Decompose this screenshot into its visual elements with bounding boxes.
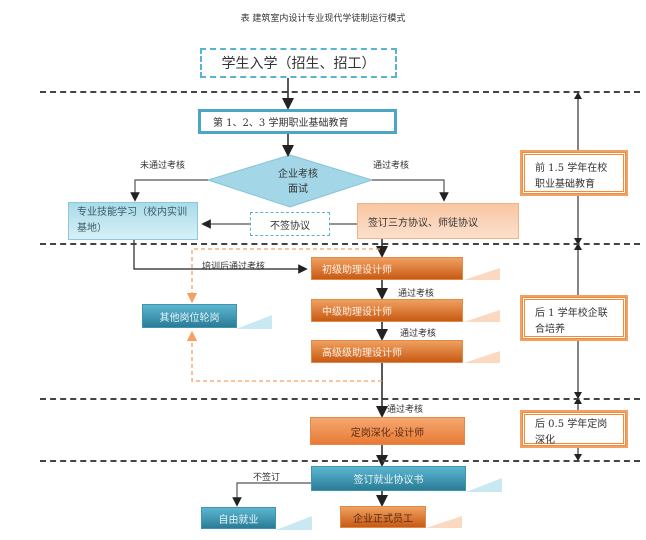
phase-divider [40,398,640,400]
edge-label-passed: 通过考核 [373,161,410,171]
shadow [276,516,312,530]
edge-label-not-sign: 不签订 [253,473,281,483]
node-semester: 第 1、2、3 学期职业基础教育 [198,109,397,134]
node-start: 学生入学（招生、招工） [200,48,397,78]
node-sign-tripartite: 签订三方协议、师徒协议 [357,203,519,239]
phase-box-1: 前 1.5 学年在校职业基础教育 [520,150,628,196]
edge-label-passed-2: 通过考核 [398,289,435,299]
node-senior: 高级级助理设计师 [311,340,463,363]
phase-divider [40,243,640,245]
edge-label-trained-passed: 培训后通过考核 [202,262,266,272]
node-assessment: 企业考核 面试 [278,169,318,195]
shadow [464,351,500,363]
shadow [426,516,462,528]
node-skill-learning: 专业技能学习（校内实训基地） [68,202,198,240]
edge-label-not-passed: 未通过考核 [140,161,186,171]
node-employment-agreement: 签订就业协议书 [311,466,466,491]
assessment-diamond [206,154,374,208]
phase-divider [40,460,640,462]
shadow [464,268,500,280]
node-no-agreement: 不签协议 [250,212,330,236]
phase-box-2: 后 1 学年校企联合培养 [520,295,628,341]
node-deepen: 定岗深化-设计师 [310,417,465,445]
shadow [466,478,502,492]
node-junior: 初级助理设计师 [311,257,463,280]
edge-label-passed-3: 通过考核 [400,329,437,339]
shadow [464,310,500,322]
node-free-employment: 自由就业 [201,507,276,529]
node-other-rotation: 其他岗位轮岗 [142,304,237,328]
node-formal-employee: 企业正式员工 [340,506,426,528]
diagram-title: 表 建筑室内设计专业现代学徒制运行模式 [240,14,406,24]
edge-label-passed-4: 通过考核 [387,405,424,415]
shadow [236,315,272,329]
phase-divider [40,91,640,93]
node-middle: 中级助理设计师 [311,299,463,322]
phase-box-3: 后 0.5 学年定岗深化 [520,410,628,448]
